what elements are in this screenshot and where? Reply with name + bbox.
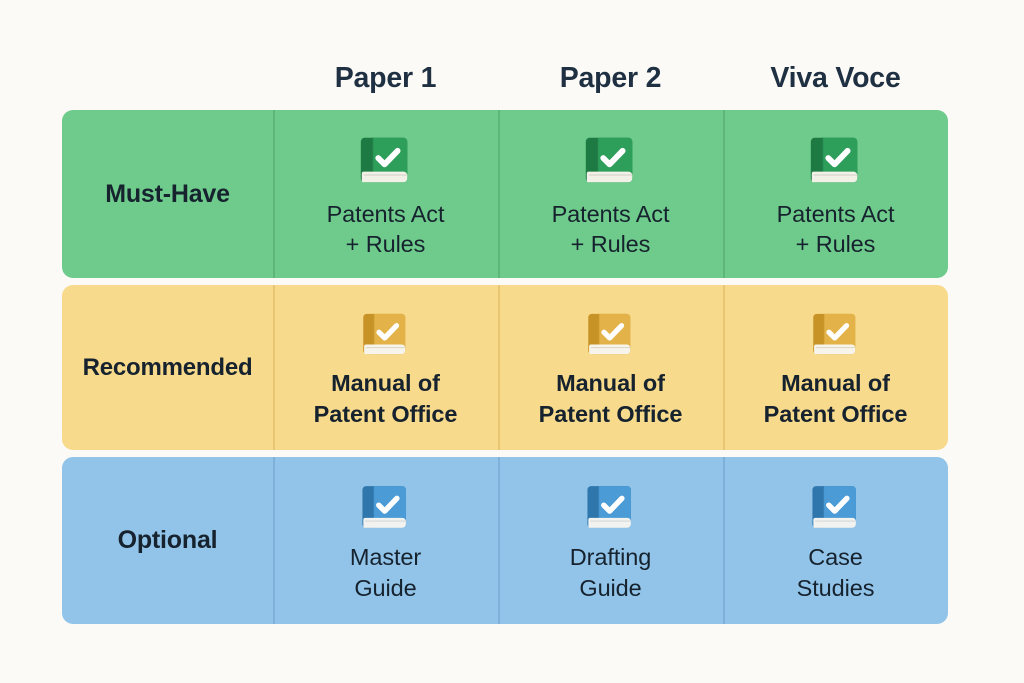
cell-label: Manual of Patent Office bbox=[313, 370, 458, 427]
cell-label: Patents Act + Rules bbox=[551, 200, 670, 257]
cell-label: Master Guide bbox=[349, 544, 422, 601]
book-check-icon bbox=[808, 306, 864, 362]
book-check-icon bbox=[580, 129, 642, 191]
book-check-icon bbox=[355, 129, 417, 191]
cell-recommended-paper-1[interactable]: Manual of Patent Office bbox=[273, 285, 498, 450]
header-corner-spacer bbox=[62, 52, 273, 104]
cell-must-have-paper-1[interactable]: Patents Act + Rules bbox=[273, 110, 498, 278]
cell-optional-paper-2[interactable]: Drafting Guide bbox=[498, 457, 723, 624]
book-check-icon bbox=[583, 306, 639, 362]
cell-recommended-paper-2[interactable]: Manual of Patent Office bbox=[498, 285, 723, 450]
row-label-recommended: Recommended bbox=[82, 353, 253, 381]
cell-label: Case Studies bbox=[796, 544, 875, 601]
cell-must-have-viva-voce[interactable]: Patents Act + Rules bbox=[723, 110, 948, 278]
cell-label: Patents Act + Rules bbox=[776, 200, 895, 257]
cell-label: Patents Act + Rules bbox=[326, 200, 445, 257]
column-header-paper-1: Paper 1 bbox=[334, 62, 437, 94]
cell-recommended-viva-voce[interactable]: Manual of Patent Office bbox=[723, 285, 948, 450]
row-label-optional: Optional bbox=[117, 526, 218, 554]
cell-label: Manual of Patent Office bbox=[763, 370, 908, 427]
cell-must-have-paper-2[interactable]: Patents Act + Rules bbox=[498, 110, 723, 278]
book-check-icon bbox=[807, 478, 865, 536]
book-check-icon bbox=[358, 306, 414, 362]
cell-optional-paper-1[interactable]: Master Guide bbox=[273, 457, 498, 624]
cell-label: Manual of Patent Office bbox=[538, 370, 683, 427]
column-header-viva-voce: Viva Voce bbox=[770, 62, 901, 94]
column-header-row: Paper 1 Paper 2 Viva Voce bbox=[62, 52, 948, 104]
row-label-must-have: Must-Have bbox=[105, 179, 230, 208]
book-check-icon bbox=[805, 129, 867, 191]
column-header-paper-2: Paper 2 bbox=[559, 62, 662, 94]
book-check-icon bbox=[357, 478, 415, 536]
cell-optional-viva-voce[interactable]: Case Studies bbox=[723, 457, 948, 624]
row-optional: Optional Master Guide bbox=[62, 457, 948, 624]
row-recommended: Recommended Manual of Patent Office bbox=[62, 285, 948, 450]
cell-label: Drafting Guide bbox=[569, 544, 652, 601]
row-must-have: Must-Have Patents Act + Rules bbox=[62, 110, 948, 278]
book-check-icon bbox=[582, 478, 640, 536]
